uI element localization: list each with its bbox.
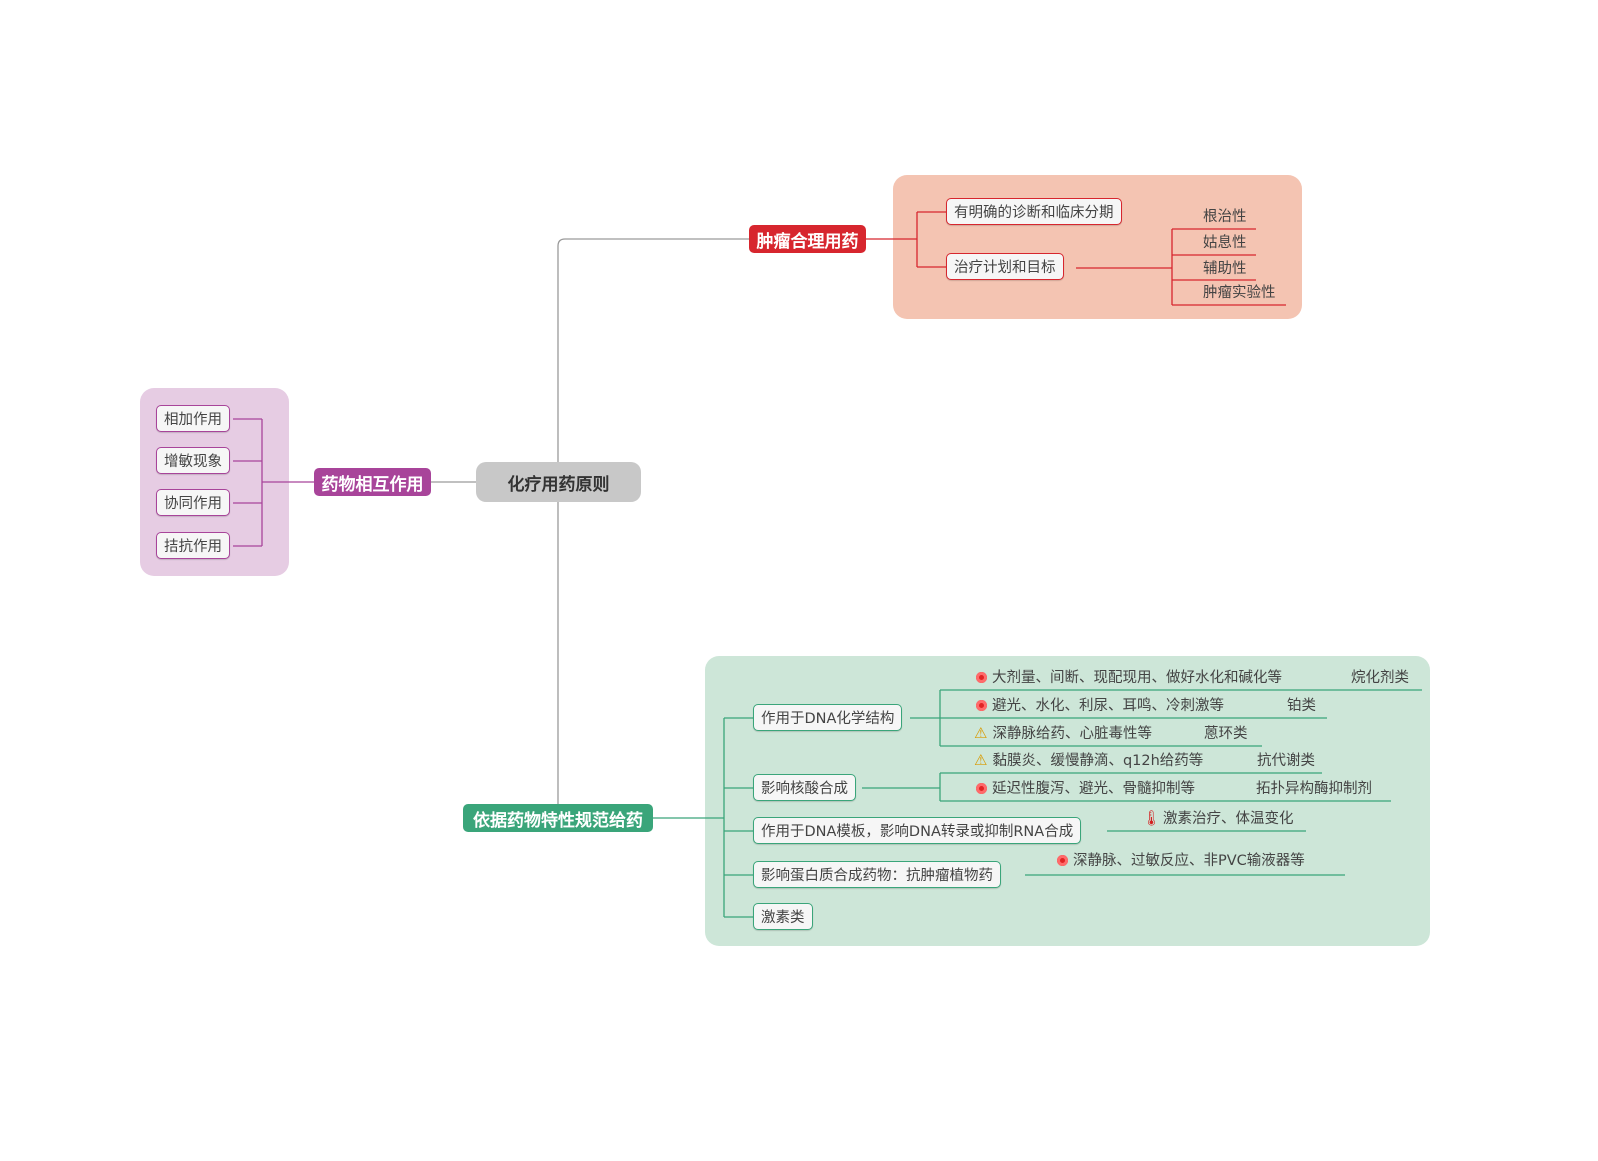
warning-icon: ⚠ bbox=[974, 751, 988, 769]
goal-curative[interactable]: 根治性 bbox=[1203, 209, 1247, 225]
thermometer-icon: 🌡 bbox=[1142, 809, 1162, 827]
topic-drug-interaction[interactable]: 药物相互作用 bbox=[314, 468, 431, 496]
subtopic-additive[interactable]: 相加作用 bbox=[156, 405, 230, 432]
root-topic[interactable]: 化疗用药原则 bbox=[476, 462, 641, 502]
note-platinum[interactable]: 避光、水化、利尿、耳鸣、冷刺激等 bbox=[976, 696, 1224, 716]
class-platinum[interactable]: 铂类 bbox=[1287, 698, 1316, 714]
subtopic-dna-template[interactable]: 作用于DNA模板，影响DNA转录或抑制RNA合成 bbox=[753, 817, 1082, 844]
subtopic-sensitization[interactable]: 增敏现象 bbox=[156, 447, 230, 474]
goal-adjuvant[interactable]: 辅助性 bbox=[1203, 261, 1247, 277]
subtopic-protein-synthesis[interactable]: 影响蛋白质合成药物：抗肿瘤植物药 bbox=[753, 861, 1001, 888]
subtopic-hormones[interactable]: 激素类 bbox=[753, 903, 813, 930]
class-antimetabolite[interactable]: 抗代谢类 bbox=[1257, 753, 1315, 769]
note-protein-synthesis[interactable]: 深静脉、过敏反应、非PVC输液器等 bbox=[1057, 851, 1305, 871]
pin-icon bbox=[976, 700, 987, 711]
pin-icon bbox=[976, 783, 987, 794]
note-topoisomerase[interactable]: 延迟性腹泻、避光、骨髓抑制等 bbox=[976, 779, 1195, 799]
goal-experimental[interactable]: 肿瘤实验性 bbox=[1203, 285, 1276, 301]
subtopic-diagnosis-staging[interactable]: 有明确的诊断和临床分期 bbox=[946, 198, 1122, 225]
subtopic-antagonism[interactable]: 拮抗作用 bbox=[156, 532, 230, 559]
note-text: 大剂量、间断、现配现用、做好水化和碱化等 bbox=[992, 670, 1282, 686]
subtopic-nucleic-acid-synthesis[interactable]: 影响核酸合成 bbox=[753, 774, 856, 801]
subtopic-dna-chemical-structure[interactable]: 作用于DNA化学结构 bbox=[753, 704, 903, 731]
goal-palliative[interactable]: 姑息性 bbox=[1203, 235, 1247, 251]
note-dna-template[interactable]: 🌡激素治疗、体温变化 bbox=[1142, 809, 1294, 829]
note-alkylating[interactable]: 大剂量、间断、现配现用、做好水化和碱化等 bbox=[976, 668, 1282, 688]
note-anthracycline[interactable]: ⚠深静脉给药、心脏毒性等 bbox=[974, 724, 1152, 744]
pin-icon bbox=[976, 672, 987, 683]
note-text: 深静脉给药、心脏毒性等 bbox=[992, 726, 1152, 742]
subtopic-synergy[interactable]: 协同作用 bbox=[156, 489, 230, 516]
note-antimetabolite[interactable]: ⚠黏膜炎、缓慢静滴、q12h给药等 bbox=[974, 751, 1203, 771]
topic-tumor-rational-medication[interactable]: 肿瘤合理用药 bbox=[749, 225, 866, 253]
note-text: 激素治疗、体温变化 bbox=[1163, 811, 1294, 827]
note-text: 深静脉、过敏反应、非PVC输液器等 bbox=[1073, 853, 1305, 869]
subtopic-treatment-plan[interactable]: 治疗计划和目标 bbox=[946, 253, 1064, 280]
class-anthracycline[interactable]: 蒽环类 bbox=[1204, 726, 1248, 742]
class-topoisomerase[interactable]: 拓扑异构酶抑制剂 bbox=[1256, 781, 1372, 797]
warning-icon: ⚠ bbox=[974, 724, 988, 742]
note-text: 延迟性腹泻、避光、骨髓抑制等 bbox=[992, 781, 1195, 797]
note-text: 避光、水化、利尿、耳鸣、冷刺激等 bbox=[992, 698, 1224, 714]
topic-drug-property-administration[interactable]: 依据药物特性规范给药 bbox=[463, 804, 653, 832]
pin-icon bbox=[1057, 855, 1068, 866]
note-text: 黏膜炎、缓慢静滴、q12h给药等 bbox=[992, 753, 1204, 769]
class-alkylating[interactable]: 烷化剂类 bbox=[1351, 670, 1409, 686]
